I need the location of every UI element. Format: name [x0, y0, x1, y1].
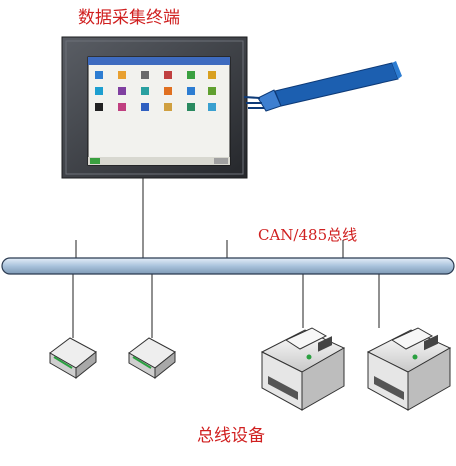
- network-switch-icon: [49, 337, 97, 380]
- printer-icon: [260, 327, 346, 411]
- desktop-app-icons: [95, 71, 216, 111]
- data-terminal-icon: [61, 36, 248, 179]
- network-switch-icon: [128, 337, 176, 380]
- stylus-pen-icon: [274, 61, 402, 107]
- hand-icon: [243, 89, 282, 112]
- devices-label: 总线设备: [197, 426, 265, 446]
- drop-lines: [72, 178, 380, 338]
- can-485-bus: [1, 257, 455, 275]
- printer-icon: [366, 327, 452, 411]
- terminal-label: 数据采集终端: [78, 8, 180, 28]
- bus-label: CAN/485总线: [258, 226, 358, 244]
